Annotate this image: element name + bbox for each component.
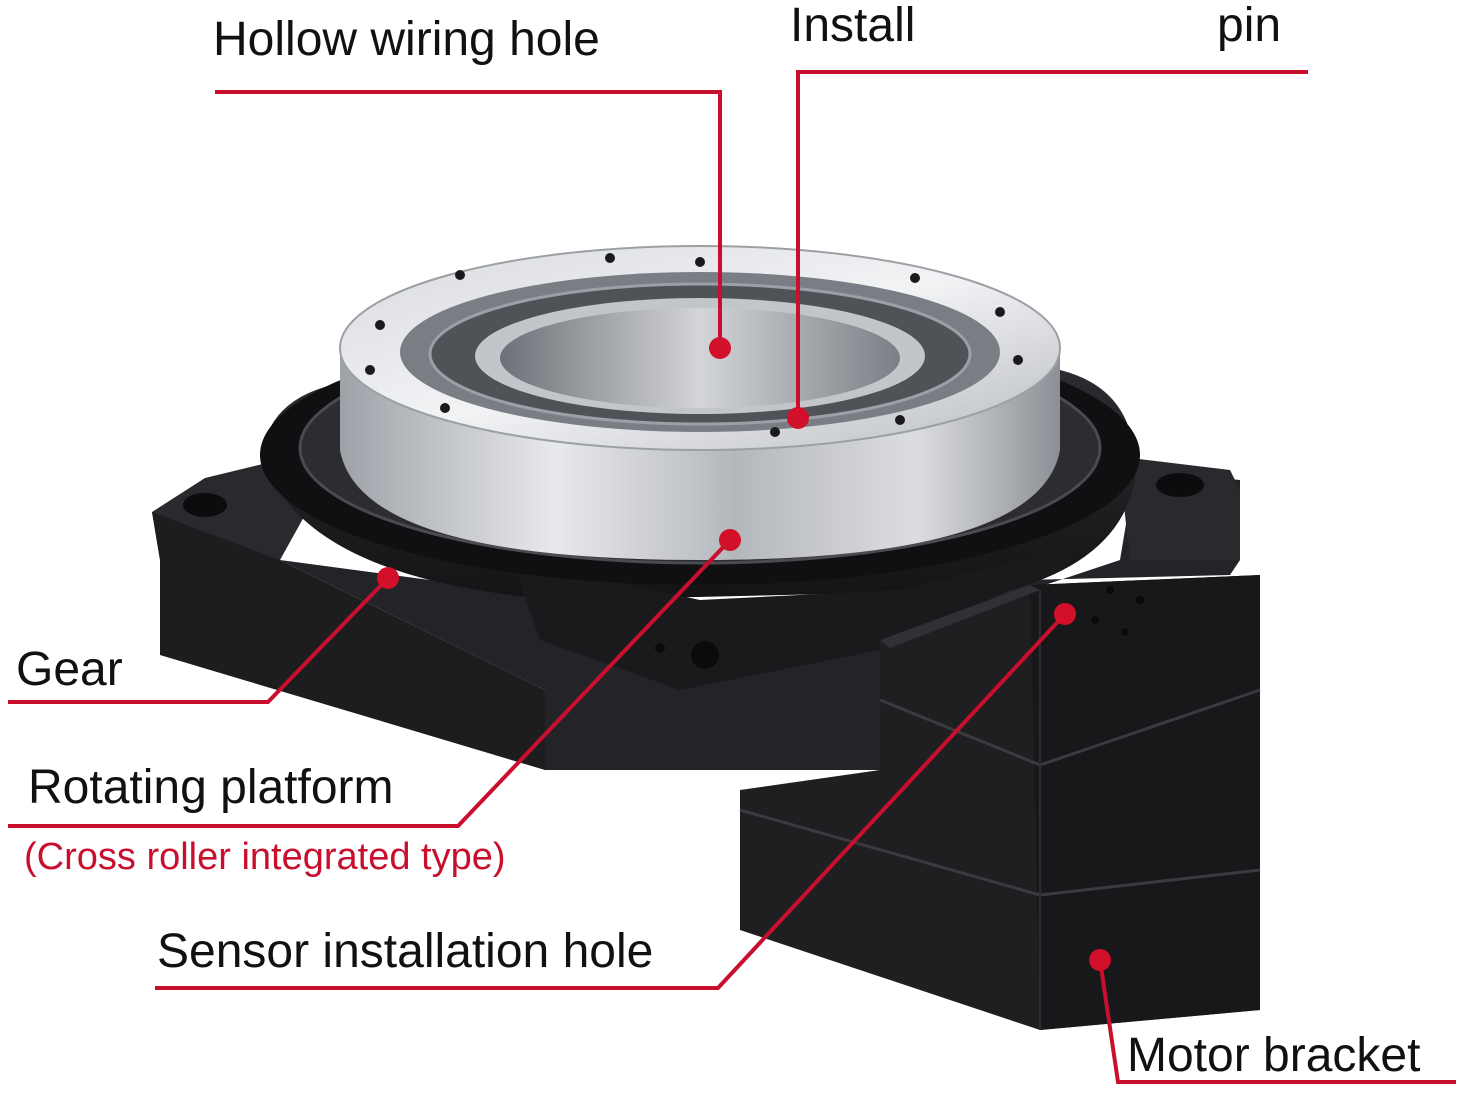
sensor-port xyxy=(691,641,719,669)
leader-sensor-installation-hole xyxy=(155,612,1067,990)
dot-motor-bracket xyxy=(1089,949,1111,971)
ring-bolt-hole xyxy=(440,403,450,413)
bracket-pin-hole xyxy=(1091,616,1099,624)
label-rotating-platform-note: (Cross roller integrated type) xyxy=(24,836,506,878)
bracket-side xyxy=(1030,575,1260,1030)
bracket-top-edge xyxy=(880,585,1040,648)
flange-bolt-hole xyxy=(183,493,227,517)
rotating-ring xyxy=(260,245,1140,585)
bracket-seam xyxy=(879,698,1041,767)
ring-bolt-hole xyxy=(910,273,920,283)
ring-bolt-hole xyxy=(455,270,465,280)
label-sensor-installation-hole: Sensor installation hole xyxy=(157,925,654,978)
dot-install-pin xyxy=(787,407,809,429)
dot-rotating-platform xyxy=(719,529,741,551)
left-flange-front xyxy=(152,512,545,770)
bracket-seam xyxy=(739,808,1041,897)
dot-gear xyxy=(377,567,399,589)
ring-bolt-hole xyxy=(995,307,1005,317)
label-hollow-wiring-hole: Hollow wiring hole xyxy=(213,13,600,66)
bracket-seam xyxy=(1039,688,1261,767)
leader-hollow-wiring-hole xyxy=(215,90,722,348)
label-motor-bracket: Motor bracket xyxy=(1127,1029,1421,1082)
label-rotating-platform: Rotating platform xyxy=(28,761,394,814)
leader-rotating-platform xyxy=(8,538,732,828)
bracket-pin-hole xyxy=(1136,596,1144,604)
ring-bolt-hole xyxy=(770,427,780,437)
leader-gear xyxy=(8,576,390,704)
ring-bolt-hole xyxy=(895,415,905,425)
ring-bolt-hole xyxy=(1013,355,1023,365)
ring-bolt-hole xyxy=(365,365,375,375)
label-install: Install xyxy=(790,0,916,52)
dot-hollow-wiring-hole xyxy=(709,337,731,359)
ring-bolt-hole xyxy=(695,257,705,267)
callout-lines xyxy=(8,70,1456,1084)
ring-bolt-hole xyxy=(375,320,385,330)
bracket-pin-hole xyxy=(1121,628,1129,636)
bracket-seam xyxy=(1039,868,1261,897)
leader-motor-bracket xyxy=(1098,959,1456,1084)
right-flange-top xyxy=(1105,455,1240,560)
leader-install-pin xyxy=(796,70,1308,418)
motor-bracket-block xyxy=(739,575,1261,1030)
label-pin: pin xyxy=(1217,0,1282,52)
callout-dots xyxy=(377,337,1111,971)
ring-bolt-hole xyxy=(605,253,615,263)
label-gear: Gear xyxy=(16,643,123,696)
bracket-pin-hole xyxy=(1106,586,1114,594)
hollow-bore xyxy=(500,308,900,408)
sensor-port xyxy=(655,643,665,653)
flange-bolt-hole xyxy=(1156,473,1204,497)
dot-sensor-installation-hole xyxy=(1054,603,1076,625)
platform-lower-step xyxy=(512,545,1080,690)
